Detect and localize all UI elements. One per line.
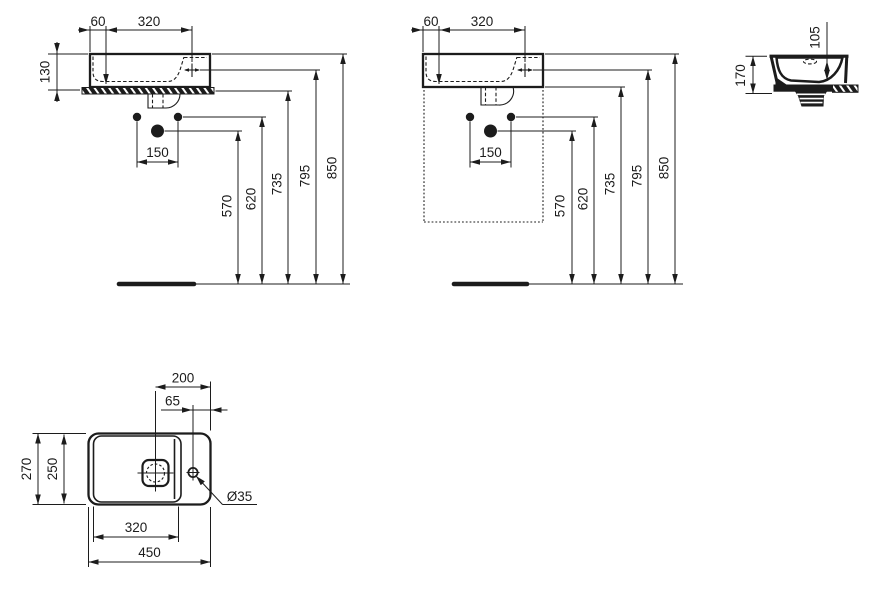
bowl-section: [775, 56, 845, 84]
fixing-hole-dot: [506, 112, 516, 122]
front-view-wall-mounted: 60 320 130 150: [38, 14, 350, 287]
waste-trap: [147, 93, 181, 109]
drain-point-dot: [484, 124, 497, 138]
wall-bracket-hatch: [81, 87, 215, 95]
overflow-dashed: [802, 58, 818, 65]
wall-bracket-hatch: [832, 84, 859, 93]
basin-back-wall: [844, 55, 849, 84]
height-reference-lines: [497, 53, 679, 132]
waste-outlet: [795, 91, 827, 107]
dim-label-150: 150: [146, 145, 169, 160]
dim-270-250: 270 250: [19, 433, 86, 505]
basin-base: [773, 84, 833, 92]
dim-label-795: 795: [630, 165, 645, 188]
fixing-hole-dot: [173, 112, 183, 122]
basin-outline: [87, 432, 212, 506]
dim-label-850: 850: [325, 157, 340, 180]
fixing-hole-dot: [132, 112, 142, 122]
dim-label-450: 450: [138, 545, 161, 560]
bowl-outline: [92, 435, 182, 503]
basin-foot: [775, 77, 790, 87]
tap-hole-marker: [184, 63, 200, 77]
dim-label-320: 320: [125, 520, 148, 535]
dim-200: 200: [155, 371, 211, 431]
dim-105: 105: [808, 22, 830, 80]
dim-150: 150: [469, 121, 512, 168]
height-dimensions: 570 620 735 795 850: [220, 54, 346, 284]
fixing-hole-dot: [465, 112, 475, 122]
dim-label-65: 65: [165, 394, 180, 409]
dim-label-570: 570: [220, 195, 235, 218]
dim-label-tap-hole: Ø35: [227, 489, 253, 504]
dim-label-200: 200: [172, 371, 195, 386]
dim-label-735: 735: [270, 173, 285, 196]
dim-170: 170: [733, 55, 772, 94]
front-view-with-cabinet: 60 320 150 570 620 735 79: [411, 14, 683, 287]
waste-trap: [480, 86, 515, 106]
dim-label-105: 105: [808, 26, 823, 49]
dim-label-270: 270: [19, 458, 34, 481]
plan-view: Ø35 200 65 270 250 320: [19, 371, 257, 567]
height-reference-lines: [164, 53, 347, 132]
dim-label-320: 320: [471, 14, 494, 29]
tap-hole: [186, 405, 200, 481]
dim-label-620: 620: [576, 188, 591, 211]
dim-label-150: 150: [479, 145, 502, 160]
dim-label-130: 130: [38, 61, 53, 84]
dim-450-bottom: 450: [88, 507, 211, 567]
height-dimensions: 570 620 735 795 850: [553, 54, 678, 284]
dim-60-320-top: 60 320: [78, 14, 193, 84]
basin-bowl-dashed: [92, 56, 185, 83]
side-section-view: 170 105: [733, 22, 859, 107]
dim-label-60: 60: [423, 14, 438, 29]
dim-label-850: 850: [657, 157, 672, 180]
dim-65: 65: [161, 394, 228, 413]
dim-label-250: 250: [45, 458, 60, 481]
tap-hole-marker: [517, 63, 533, 77]
dim-label-795: 795: [298, 165, 313, 188]
tap-hole-callout: Ø35: [195, 475, 257, 505]
dim-label-620: 620: [244, 188, 259, 211]
drain: [137, 391, 174, 492]
dim-label-735: 735: [603, 173, 618, 196]
dim-label-60: 60: [90, 14, 105, 29]
basin-bowl-dashed: [425, 56, 518, 83]
dim-label-170: 170: [733, 64, 748, 87]
dim-150: 150: [136, 121, 179, 168]
dim-130: 130: [38, 42, 88, 102]
dim-label-320: 320: [138, 14, 161, 29]
cabinet-dashed-outline: [423, 90, 544, 223]
dim-320-bottom: 320: [93, 506, 179, 542]
drain-point-dot: [151, 124, 164, 138]
dim-label-570: 570: [553, 195, 568, 218]
dim-60-320-top: 60 320: [411, 14, 526, 84]
